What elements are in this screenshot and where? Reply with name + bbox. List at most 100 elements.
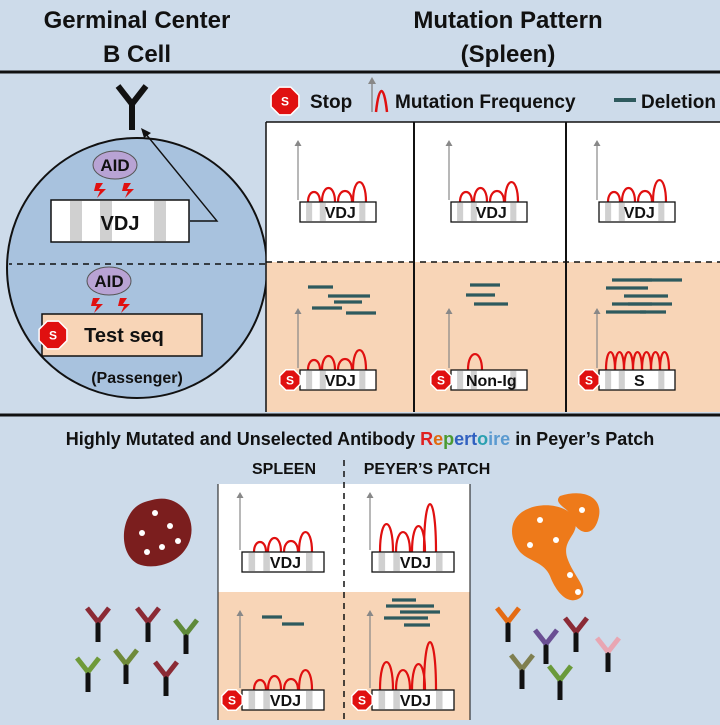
- gene-box: VDJ: [241, 689, 325, 711]
- frequency-axis: [294, 140, 302, 200]
- legend-stop-icon: S: [270, 86, 300, 116]
- repertoire-letter: r: [464, 429, 471, 449]
- section2-title-part1: Highly Mutated and Unselected Antibody: [66, 429, 420, 449]
- repertoire-letter: e: [454, 429, 464, 449]
- legend-mutation-label: Mutation Frequency: [395, 92, 576, 113]
- passenger-label: (Passenger): [91, 370, 183, 387]
- peyers-column-label: PEYER’S PATCH: [364, 461, 491, 478]
- repertoire-letter: p: [443, 429, 454, 449]
- test-seq-gene: Test seq: [41, 313, 203, 357]
- stop-sign-icon: S: [430, 369, 452, 391]
- aid-label-bottom: AID: [94, 272, 123, 291]
- stop-sign-icon: S: [221, 689, 243, 711]
- gene-label: VDJ: [325, 373, 356, 390]
- gene-box: VDJ: [299, 201, 377, 223]
- frequency-axis: [366, 610, 374, 688]
- frequency-axis: [236, 492, 244, 550]
- stop-icon: S: [38, 320, 68, 350]
- header-left-title-line1: Germinal Center: [44, 7, 231, 34]
- repertoire-letter: R: [420, 429, 433, 449]
- frequency-axis: [593, 140, 601, 200]
- frequency-axis: [294, 308, 302, 368]
- antibody-icon: [113, 648, 139, 684]
- antibody-icon: [173, 618, 199, 654]
- gene-label: VDJ: [400, 693, 431, 710]
- mutation-peaks: [458, 181, 520, 203]
- antibody-icon: [75, 656, 101, 692]
- lightning-icon: [94, 183, 134, 198]
- mutation-peaks: [252, 669, 314, 691]
- section2-title: Highly Mutated and Unselected Antibody R…: [66, 429, 655, 449]
- gene-box: VDJ: [371, 689, 455, 711]
- b-cell: AID VDJ AID Test seq S: [6, 84, 268, 399]
- stop-sign-icon: S: [578, 369, 600, 391]
- deletion-marks: [606, 278, 682, 314]
- mutation-peaks: [604, 350, 671, 371]
- stop-sign-label: S: [437, 374, 445, 388]
- header-right-title-line2: (Spleen): [461, 41, 556, 68]
- gene-box: Non-Ig: [450, 369, 528, 391]
- gene-box: VDJ: [371, 551, 455, 573]
- deletion-marks: [262, 615, 304, 626]
- cell-membrane: [6, 137, 268, 399]
- mutation-peaks: [378, 641, 438, 691]
- legend: S Stop Mutation Frequency Deletion: [270, 77, 716, 116]
- spleen-column-label: SPLEEN: [252, 461, 316, 478]
- aid-enzyme-bottom: AID: [86, 266, 132, 296]
- frequency-axis: [593, 308, 601, 368]
- gene-label: VDJ: [476, 205, 507, 222]
- repertoire-letter: r: [493, 429, 500, 449]
- aid-label-top: AID: [100, 156, 129, 175]
- gene-label: VDJ: [624, 205, 655, 222]
- mutation-peaks: [378, 503, 438, 553]
- stop-sign-icon: S: [38, 320, 68, 350]
- comparison-panels: VDJ VDJ VDJ S VDJ S: [217, 460, 471, 720]
- gene-label: VDJ: [270, 555, 301, 572]
- section2-title-part2: in Peyer’s Patch: [510, 429, 654, 449]
- frequency-axis: [236, 610, 244, 688]
- legend-stop-label: Stop: [310, 92, 352, 113]
- mutation-peaks: [606, 179, 668, 203]
- mutation-peaks: [466, 352, 484, 371]
- vdj-label-cell: VDJ: [101, 213, 140, 235]
- stop-sign-label: S: [228, 694, 236, 708]
- stop-sign-icon: S: [351, 689, 373, 711]
- stop-sign-icon: S: [279, 369, 301, 391]
- spleen-organ-icon: [123, 498, 192, 567]
- header-left-title-line2: B Cell: [103, 41, 171, 68]
- antibody-icon: [495, 606, 521, 642]
- stop-sign-label: S: [281, 95, 289, 109]
- header-right-title-line1: Mutation Pattern: [413, 7, 602, 34]
- legend-deletion-label: Deletion: [641, 92, 716, 113]
- frequency-axis: [445, 308, 453, 368]
- section2-title-repertoire: Repertoire: [420, 429, 510, 449]
- gene-label: VDJ: [400, 555, 431, 572]
- aid-enzyme-top: AID: [92, 150, 138, 180]
- mutation-peaks: [252, 531, 314, 553]
- stop-sign-icon: S: [270, 86, 300, 116]
- repertoire-letter: t: [471, 429, 477, 449]
- antibody-icon: [153, 660, 179, 696]
- stop-sign-label: S: [358, 694, 366, 708]
- antibody-icon: [547, 664, 573, 700]
- gene-box: VDJ: [450, 201, 528, 223]
- mutation-peaks: [306, 349, 368, 371]
- gene-label: VDJ: [325, 205, 356, 222]
- gene-box: VDJ: [299, 369, 377, 391]
- repertoire-letter: o: [477, 429, 488, 449]
- legend-mutation-icon: [368, 77, 389, 113]
- gene-box: S: [598, 369, 676, 391]
- repertoire-letter: i: [488, 429, 493, 449]
- selection-arrow: [141, 128, 219, 222]
- frequency-axis: [366, 492, 374, 550]
- stop-sign-label: S: [49, 329, 57, 343]
- stop-sign-label: S: [286, 374, 294, 388]
- repertoire-letter: e: [500, 429, 510, 449]
- stop-sign-label: S: [585, 374, 593, 388]
- deletion-marks: [384, 598, 440, 627]
- antibody-icon: [563, 616, 589, 652]
- gene-box: VDJ: [598, 201, 676, 223]
